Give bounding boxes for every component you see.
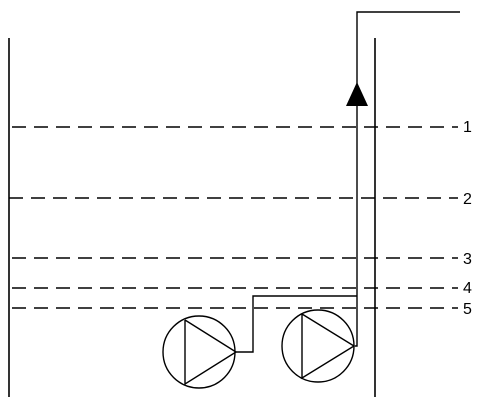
level-label-3: 3 xyxy=(463,251,472,268)
level-label-1: 1 xyxy=(463,119,472,136)
pump-2-body xyxy=(281,309,355,383)
level-label-2: 2 xyxy=(463,191,472,208)
pump-2 xyxy=(281,309,356,383)
pump-1-body xyxy=(162,315,236,389)
pump-1-outlet-pipe xyxy=(236,295,357,353)
level-label-4: 4 xyxy=(463,280,472,297)
flow-arrow-icon xyxy=(346,82,368,106)
pump-2-triangle-icon xyxy=(301,313,356,380)
pump-1 xyxy=(162,315,238,389)
discharge-pipe xyxy=(355,11,460,347)
level-label-5: 5 xyxy=(463,301,472,318)
pump-1-triangle-icon xyxy=(184,319,238,386)
